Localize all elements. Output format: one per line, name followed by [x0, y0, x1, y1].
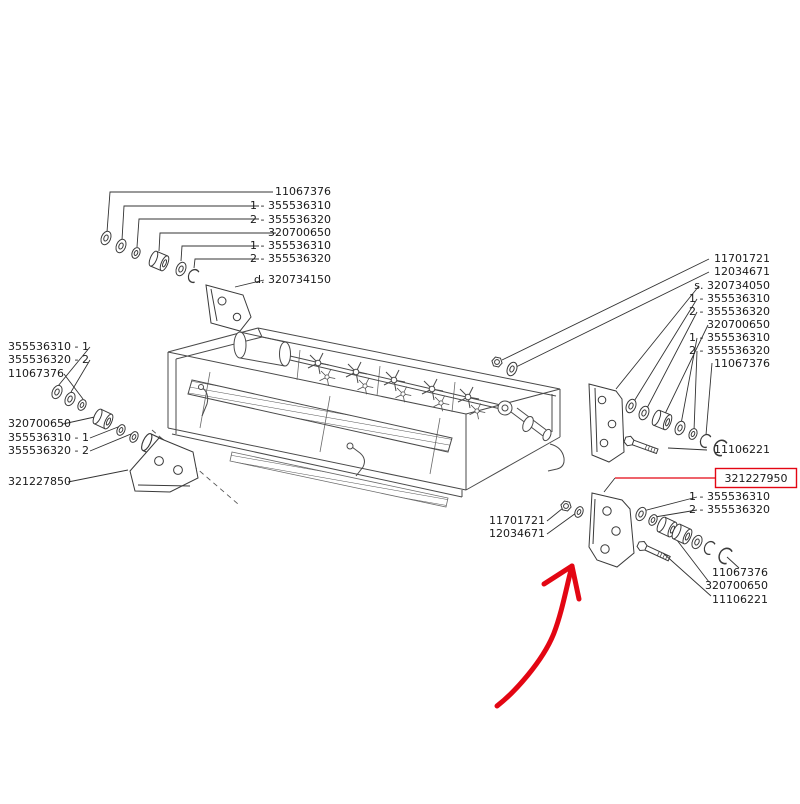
part-label: 1 - 355536310 — [250, 199, 331, 212]
part-label: 11067376 — [714, 357, 770, 370]
part-label: 1 - 355536310 — [689, 490, 770, 503]
comb-bar — [187, 379, 453, 453]
highlighted-part-callout: 321227950 — [615, 467, 798, 489]
part-label: 2 - 355536320 — [689, 344, 770, 357]
part-label: 355536310 - 1 — [8, 431, 89, 444]
flail-blades — [307, 352, 486, 420]
bracket-plate-321227950 — [588, 492, 635, 568]
part-label: 355536320 - 2 — [8, 444, 89, 457]
highlighted-part-label: 321227950 — [725, 472, 788, 485]
bracket-plate-321227850 — [129, 437, 199, 493]
part-label: 320700650 — [268, 226, 331, 239]
part-label: 11067376 — [8, 367, 64, 380]
part-label: 12034671 — [714, 265, 770, 278]
frame-outline — [167, 327, 561, 498]
leaders-right-mid — [603, 477, 698, 518]
part-label: 11067376 — [275, 185, 331, 198]
leaders-top-left — [106, 191, 276, 288]
part-label: 11067376 — [712, 566, 768, 579]
part-label: 2 - 355536320 — [250, 252, 331, 265]
part-label: 2 - 355536320 — [250, 213, 331, 226]
leaders-right-upper — [501, 258, 713, 451]
machine-body-drawing — [151, 327, 565, 508]
red-arrow-shaft — [494, 563, 575, 709]
part-label: 12034671 — [489, 527, 545, 540]
part-label: 320700650 — [705, 579, 768, 592]
red-arrow-head — [541, 563, 582, 602]
part-label: s. 320734050 — [694, 279, 770, 292]
highlight-box — [714, 467, 798, 489]
leaders-left — [57, 346, 132, 483]
part-label: 2 - 355536320 — [689, 503, 770, 516]
part-label: 355536320 - 2 — [8, 353, 89, 366]
part-label: 11106221 — [712, 593, 768, 606]
bracket-plate-320734150 — [205, 284, 252, 332]
part-labels: 11067376 1 - 355536310 2 - 355536320 320… — [8, 185, 770, 606]
part-label: 320700650 — [707, 318, 770, 331]
bracket-plate-320734050 — [588, 383, 625, 463]
part-label: 11106221 — [714, 443, 770, 456]
part-label: 11701721 — [489, 514, 545, 527]
leaders-center — [546, 507, 577, 535]
front-tooth-strip — [229, 451, 449, 508]
part-label: 355536310 - 1 — [8, 340, 89, 353]
part-label: 320700650 — [8, 417, 71, 430]
part-label: 11701721 — [714, 252, 770, 265]
hardware-chain-top-left — [98, 229, 200, 284]
leader-lines — [57, 191, 740, 597]
part-label: d. 320734150 — [254, 273, 331, 286]
levers — [198, 384, 565, 477]
part-label: 1 - 355536310 — [689, 331, 770, 344]
part-label: 1 - 355536310 — [689, 292, 770, 305]
part-label: 321227850 — [8, 475, 71, 488]
exploded-parts — [49, 229, 734, 568]
rotor-shaft — [233, 331, 513, 416]
part-label: 1 - 355536310 — [250, 239, 331, 252]
red-arrow — [494, 563, 582, 709]
output-shaft — [510, 407, 552, 442]
part-label: 2 - 355536320 — [689, 305, 770, 318]
